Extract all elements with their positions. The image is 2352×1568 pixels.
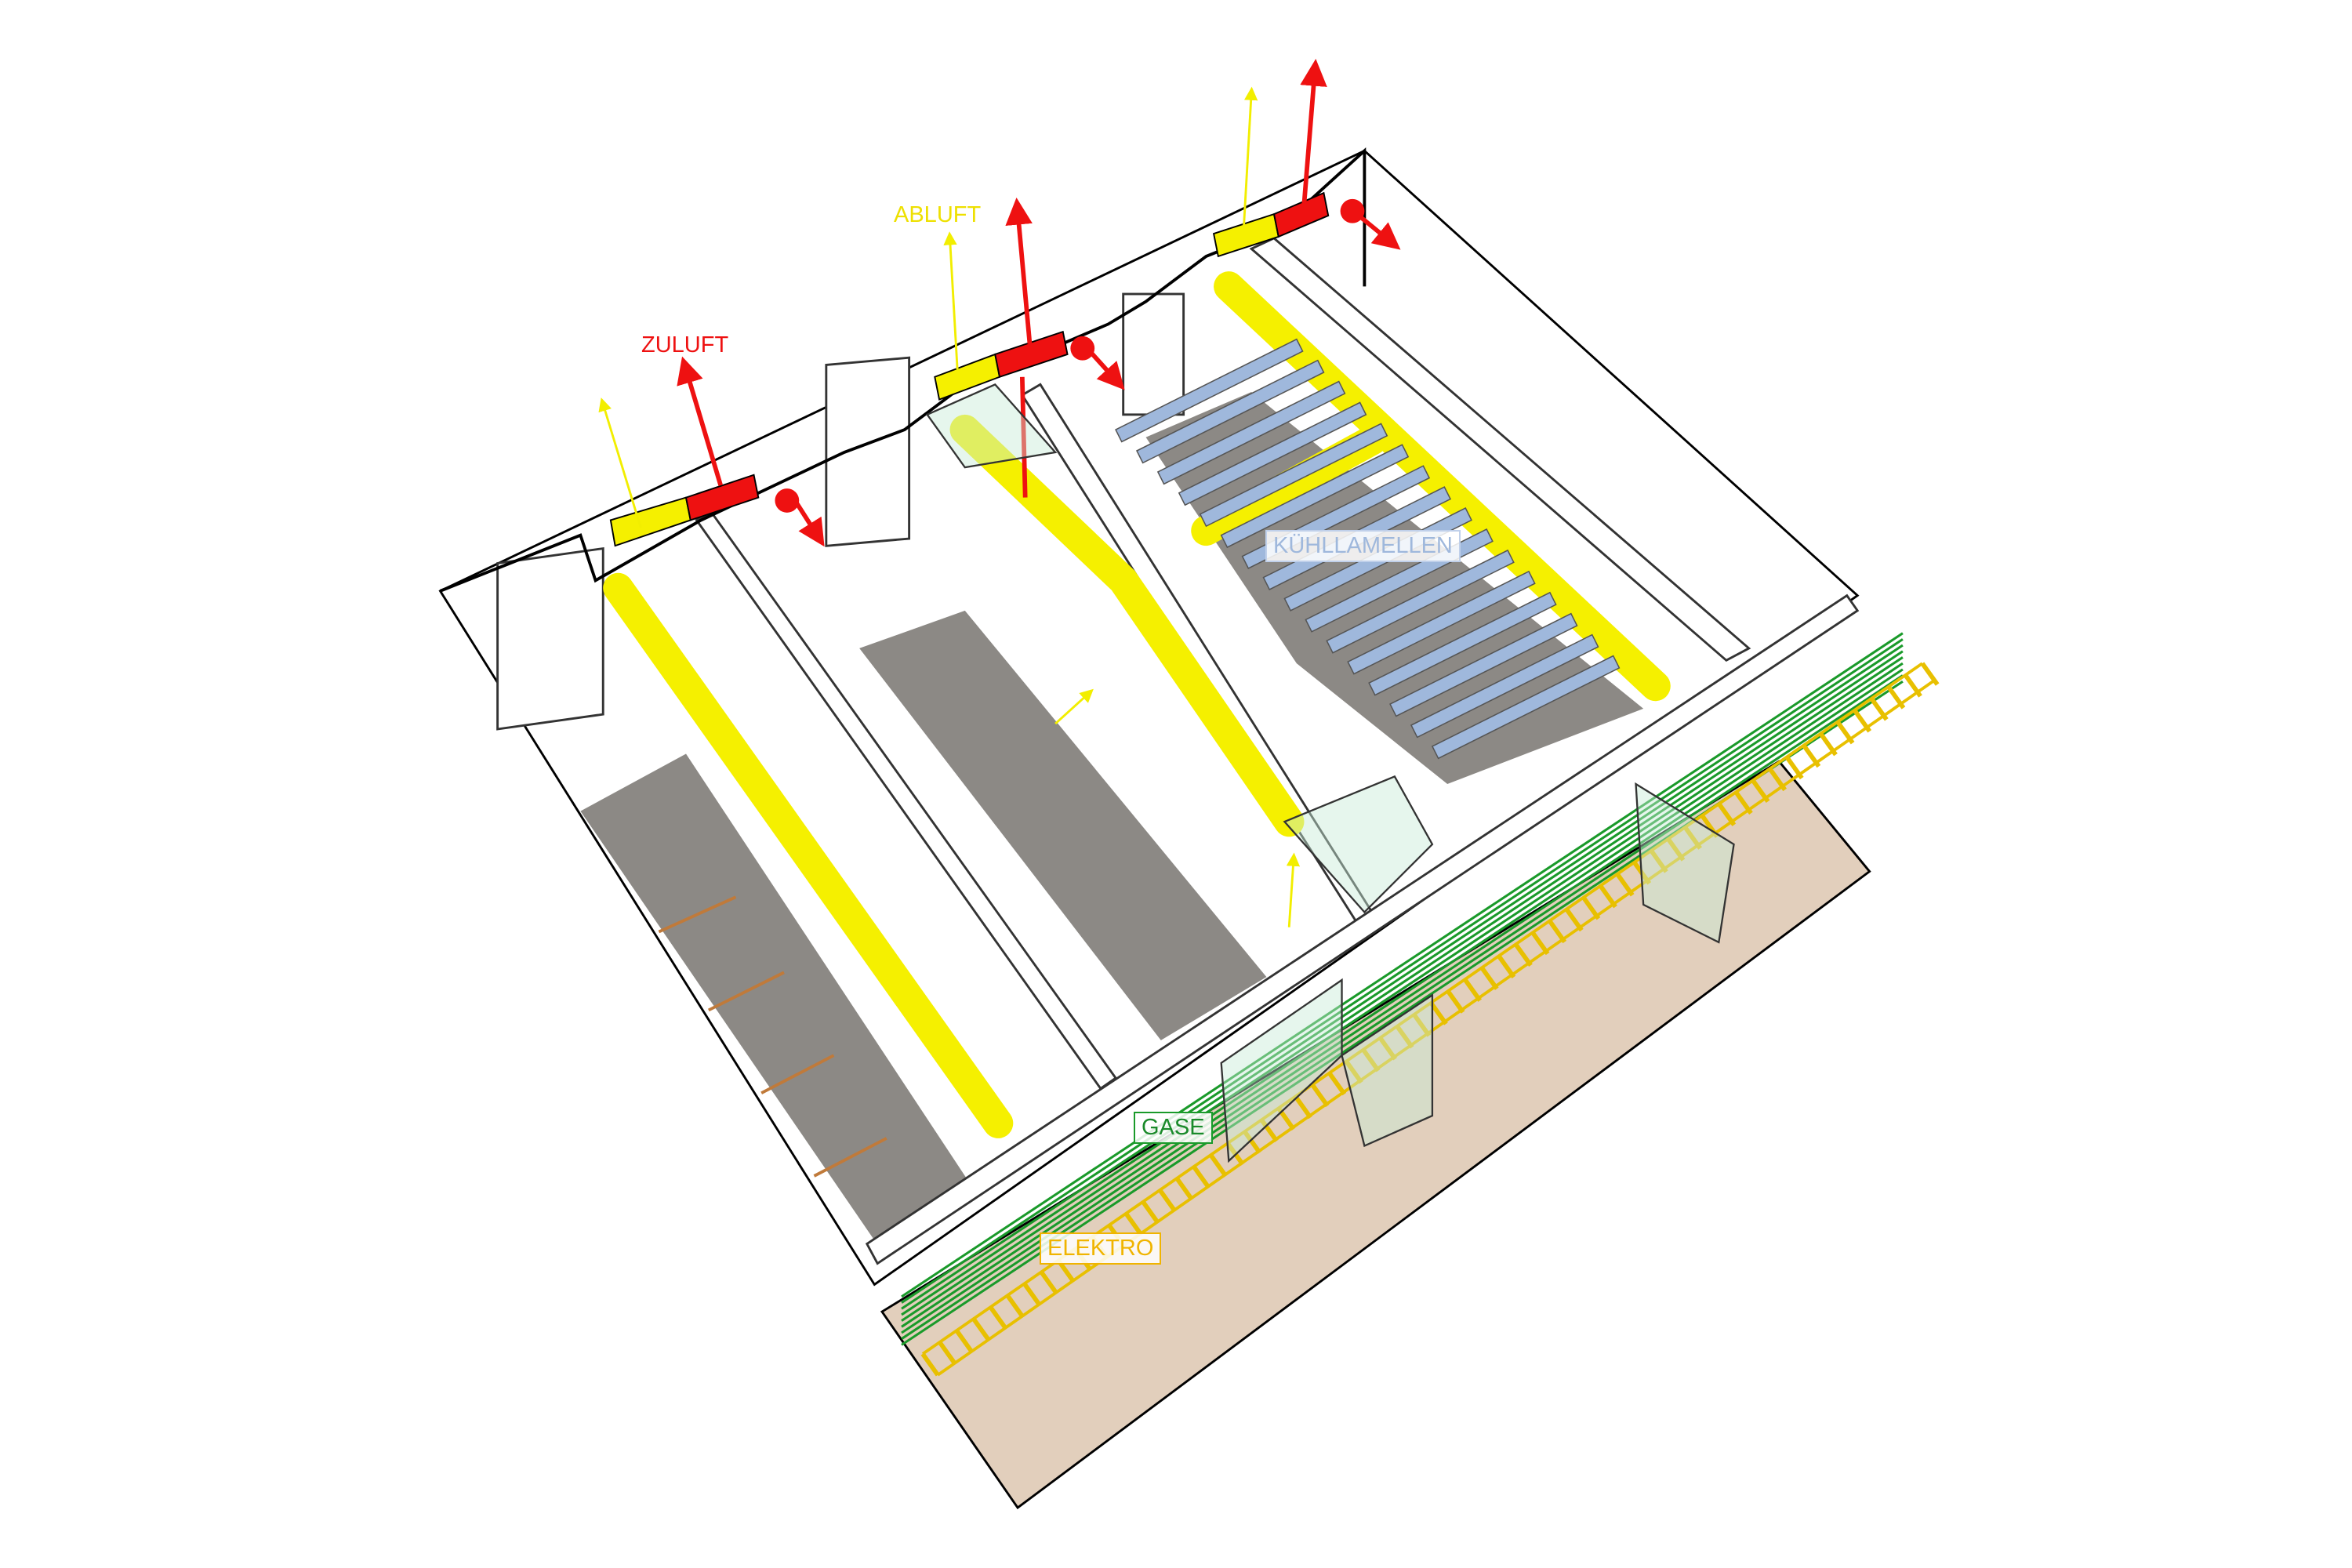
- cable-tray-rung: [1428, 1001, 1448, 1025]
- cable-tray-rung: [1141, 1200, 1160, 1225]
- room-floor-middle: [859, 610, 1267, 1040]
- cable-tray-rung: [1598, 884, 1617, 909]
- cooling-lamella: [1220, 444, 1410, 549]
- cooling-lamella: [1347, 570, 1536, 675]
- cable-tray-rung: [1615, 873, 1635, 897]
- cable-tray-rung: [1581, 896, 1601, 920]
- cable-tray-rung: [1717, 802, 1737, 826]
- cable-tray-rung: [1751, 779, 1770, 804]
- cable-tray-rung: [1243, 1130, 1262, 1154]
- cable-tray-rung: [1513, 942, 1533, 967]
- cable-tray-rung: [1733, 790, 1753, 815]
- cable-tray-rung: [1768, 767, 1788, 792]
- cable-tray-rung: [1208, 1153, 1228, 1178]
- cable-tray-rung: [1293, 1094, 1312, 1120]
- zuluft-label: ZULUFT: [641, 332, 729, 358]
- cable-tray-rung: [920, 1352, 940, 1377]
- cooling-lamella: [1410, 633, 1599, 739]
- elektro-label: ELEKTRO: [1040, 1232, 1162, 1265]
- cable-tray-rung: [1835, 720, 1855, 745]
- cable-tray-rung: [1005, 1294, 1025, 1318]
- gas-line: [901, 674, 1904, 1340]
- cooling-lamella: [1199, 423, 1388, 528]
- cable-tray-rung: [1649, 849, 1668, 873]
- cable-tray-rung: [1903, 673, 1922, 698]
- cable-tray-rung: [1802, 743, 1821, 768]
- supply-diffusers: [775, 198, 1365, 513]
- cooling-lamella: [1178, 401, 1367, 506]
- cable-tray-rung: [1869, 697, 1889, 721]
- cable-tray-rung: [1158, 1189, 1178, 1213]
- cable-tray-rung: [1920, 662, 1940, 686]
- gas-line: [901, 668, 1904, 1334]
- room-floor-left: [580, 753, 978, 1252]
- air-ducts: [609, 191, 1330, 547]
- gas-line: [901, 650, 1904, 1316]
- cable-tray-rung: [1310, 1083, 1330, 1108]
- cable-tray-rung: [954, 1329, 974, 1353]
- gase-label: GASE: [1134, 1112, 1213, 1144]
- gas-line: [901, 644, 1904, 1310]
- zuluft-arrows: [677, 59, 1401, 547]
- abluft-arrows: [598, 86, 1301, 927]
- cable-tray-rung: [1784, 755, 1804, 780]
- cable-tray-rung: [1463, 978, 1483, 1002]
- abluft-label: ABLUFT: [894, 202, 982, 227]
- cable-tray-rung: [1479, 966, 1499, 990]
- cable-tray-rung: [1412, 1013, 1432, 1037]
- cable-tray-rung: [1853, 709, 1872, 733]
- cable-tray-rung: [971, 1317, 991, 1341]
- cable-tray-rung: [1564, 907, 1584, 932]
- cooling-lamella: [1156, 380, 1346, 485]
- kuehllamellen-label: KÜHLLAMELLEN: [1265, 530, 1461, 562]
- cable-tray-rung: [1818, 732, 1838, 757]
- glass-panels: [925, 383, 1735, 1163]
- cable-tray-rung: [1174, 1177, 1194, 1201]
- cable-tray-rung: [1446, 989, 1465, 1014]
- cooling-lamella: [1389, 612, 1578, 717]
- cable-tray-rung: [1259, 1118, 1279, 1142]
- cable-tray-rung: [989, 1305, 1007, 1330]
- cable-tray-rung: [1530, 931, 1550, 956]
- cable-tray-rung: [1378, 1036, 1397, 1061]
- cable-tray-rung: [1192, 1165, 1211, 1189]
- gas-line: [901, 638, 1904, 1304]
- cable-tray-rung: [1666, 837, 1686, 862]
- cooling-lamella: [1431, 655, 1621, 760]
- cable-tray-rung: [1683, 826, 1702, 850]
- cooling-lamella: [1115, 338, 1304, 443]
- cooling-lamella: [1326, 549, 1515, 654]
- gas-line: [901, 632, 1904, 1298]
- cooling-lamella: [1368, 591, 1557, 696]
- cable-tray-rung: [1395, 1025, 1414, 1049]
- cable-tray-rung: [1123, 1212, 1143, 1236]
- floor-cabinets: [658, 895, 887, 1178]
- cable-tray-rung: [938, 1341, 957, 1365]
- gas-line: [901, 656, 1904, 1322]
- cable-tray-rung: [1497, 954, 1516, 978]
- gas-line: [901, 662, 1904, 1328]
- cable-tray-rung: [1548, 919, 1567, 944]
- cable-tray-rung: [1022, 1282, 1042, 1306]
- cable-tray-rung: [1327, 1071, 1347, 1096]
- cable-tray-rung: [1344, 1060, 1363, 1084]
- cooling-lamella: [1135, 359, 1325, 464]
- cable-tray-rung: [1361, 1048, 1381, 1073]
- cable-tray-rung: [1039, 1270, 1058, 1295]
- gas-lines: [901, 632, 1904, 1346]
- cable-tray-rung: [1886, 685, 1906, 710]
